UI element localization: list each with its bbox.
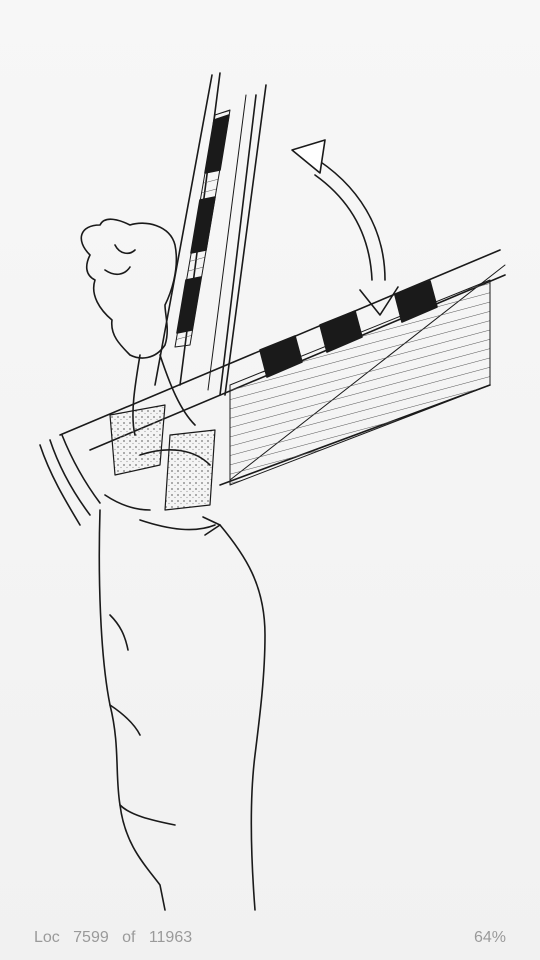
anatomy-illustration <box>20 55 520 915</box>
location-separator: of <box>122 929 135 946</box>
horizontal-striped-bar <box>230 280 490 485</box>
location-current: 7599 <box>73 929 109 946</box>
motion-arcs <box>40 435 100 525</box>
shoulder-joint <box>110 405 215 510</box>
progress-percent[interactable]: 64% <box>474 929 506 947</box>
location-prefix: Loc <box>34 929 60 946</box>
reader-footer: Loc 7599 of 11963 64% <box>0 926 540 950</box>
rotation-arrow <box>292 140 398 315</box>
location-total: 11963 <box>149 929 192 946</box>
raised-arm <box>155 73 266 395</box>
location-indicator[interactable]: Loc 7599 of 11963 <box>34 929 192 947</box>
head-outline <box>81 219 176 358</box>
